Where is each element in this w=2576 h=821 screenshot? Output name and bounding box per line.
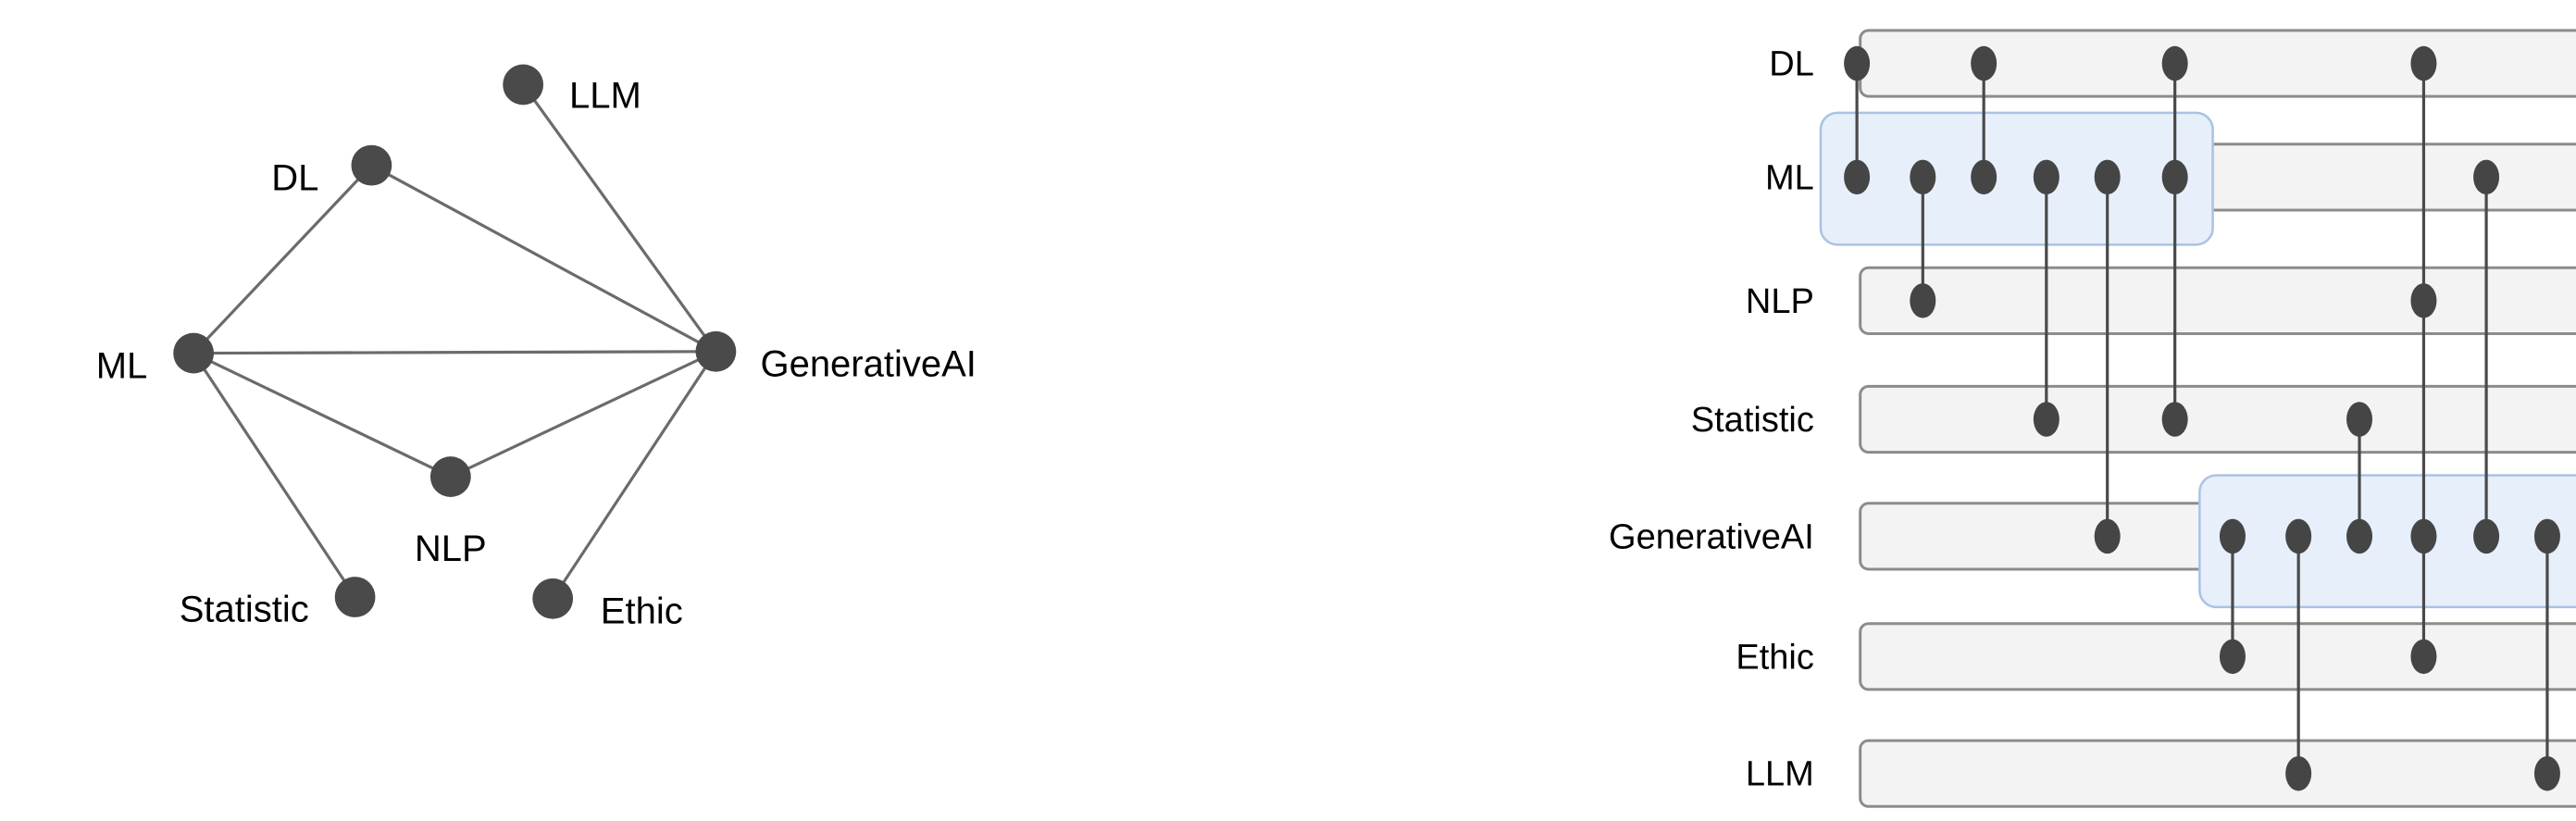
matrix-row-band-ethic — [1859, 622, 2576, 691]
node-link-edges — [192, 83, 717, 600]
matrix-dot-dl-0[interactable] — [1844, 45, 1871, 81]
matrix-row-label-dl: DL — [1769, 45, 1814, 84]
matrix-dot-nlp-9[interactable] — [2410, 283, 2437, 318]
matrix-dot-dl-9[interactable] — [2410, 45, 2437, 81]
matrix-dot-generativeai-8[interactable] — [2346, 518, 2373, 554]
matrix-dot-llm-7[interactable] — [2285, 755, 2312, 791]
matrix-dot-ml-4[interactable] — [2094, 159, 2121, 195]
matrix-row-label-nlp: NLP — [1746, 282, 1814, 321]
matrix-dot-ethic-6[interactable] — [2219, 639, 2246, 675]
matrix-dot-generativeai-10[interactable] — [2473, 518, 2500, 554]
graph-node-label-statistic: Statistic — [180, 590, 309, 630]
matrix-group-highlights — [1819, 111, 2576, 609]
matrix-dot-nlp-1[interactable] — [1910, 283, 1936, 318]
graph-edge-ethic-generativeai[interactable] — [551, 350, 717, 600]
graph-edge-dl-generativeai[interactable] — [370, 164, 717, 354]
matrix-dot-llm-11[interactable] — [2533, 755, 2560, 791]
graph-edge-ml-nlp[interactable] — [193, 352, 452, 479]
node-link-svg: LLM DL ML GenerativeAI NLP Statistic Ethic — [96, 64, 977, 632]
matrix-dot-statistic-8[interactable] — [2346, 402, 2373, 437]
matrix-row-band-nlp — [1859, 266, 2576, 335]
matrix-row-band-statistic — [1859, 384, 2576, 454]
matrix-row-nlp[interactable]: NLP — [1746, 266, 2576, 335]
matrix-dot-dl-5[interactable] — [2161, 45, 2188, 81]
graph-node-label-ethic: Ethic — [601, 591, 683, 632]
graph-node-ethic[interactable] — [532, 578, 574, 619]
graph-node-label-llm: LLM — [569, 75, 641, 116]
matrix-row-ethic[interactable]: Ethic — [1736, 622, 2576, 691]
matrix-row-statistic[interactable]: Statistic — [1691, 384, 2576, 454]
graph-node-llm[interactable] — [503, 64, 544, 106]
matrix-dots — [1844, 45, 2560, 791]
matrix-dot-ml-5[interactable] — [2161, 159, 2188, 195]
matrix-dot-generativeai-9[interactable] — [2410, 518, 2437, 554]
matrix-row-label-llm: LLM — [1746, 755, 1814, 794]
graph-edge-dl-ml[interactable] — [192, 164, 373, 355]
matrix-dot-ml-3[interactable] — [2033, 159, 2060, 195]
graph-edge-ml-generativeai[interactable] — [193, 350, 716, 355]
matrix-dot-generativeai-7[interactable] — [2285, 518, 2312, 554]
matrix-row-label-ml: ML — [1765, 158, 1814, 197]
matrix-group-highlight-generativeai-group[interactable] — [2198, 474, 2576, 609]
matrix-row-label-generativeai: GenerativeAI — [1609, 517, 1814, 556]
matrix-row-band-llm — [1859, 739, 2576, 808]
matrix-dot-ml-0[interactable] — [1844, 159, 1871, 195]
matrix-dot-ml-1[interactable] — [1910, 159, 1936, 195]
matrix-dot-ethic-9[interactable] — [2410, 639, 2437, 675]
graph-edge-nlp-generativeai[interactable] — [450, 350, 717, 479]
graph-edge-llm-generativeai[interactable] — [521, 83, 717, 353]
graph-node-label-nlp: NLP — [415, 529, 487, 569]
graph-node-generativeai[interactable] — [695, 330, 737, 372]
matrix-connectors — [1855, 63, 2549, 774]
matrix-dot-generativeai-6[interactable] — [2219, 518, 2246, 554]
matrix-row-llm[interactable]: LLM — [1746, 739, 2576, 808]
graph-node-label-generativeai: GenerativeAI — [760, 344, 976, 385]
graph-node-ml[interactable] — [173, 332, 215, 374]
graph-node-label-dl: DL — [271, 157, 318, 198]
matrix-row-label-statistic: Statistic — [1691, 401, 1814, 440]
matrix-dot-ml-2[interactable] — [1971, 159, 1997, 195]
matrix-dot-dl-2[interactable] — [1971, 45, 1997, 81]
graph-node-statistic[interactable] — [334, 577, 376, 617]
graph-node-label-ml: ML — [96, 345, 148, 386]
matrix-dot-ml-10[interactable] — [2473, 159, 2500, 195]
graph-edge-ml-statistic[interactable] — [192, 352, 356, 598]
matrix-row-label-ethic: Ethic — [1736, 638, 1813, 677]
matrix-dot-statistic-5[interactable] — [2161, 402, 2188, 437]
matrix-dot-statistic-3[interactable] — [2033, 402, 2060, 437]
matrix-dot-generativeai-11[interactable] — [2533, 518, 2560, 554]
graph-node-dl[interactable] — [351, 144, 392, 186]
matrix-dot-generativeai-4[interactable] — [2094, 518, 2121, 554]
node-link-nodes: LLM DL ML GenerativeAI NLP Statistic Ethic — [96, 64, 977, 632]
matrix-group-highlight-ml-group[interactable] — [1819, 111, 2214, 246]
node-link-panel: LLM DL ML GenerativeAI NLP Statistic Ethic — [0, 0, 1101, 821]
matrix-row-band-dl — [1859, 29, 2576, 98]
graph-node-nlp[interactable] — [429, 456, 471, 497]
